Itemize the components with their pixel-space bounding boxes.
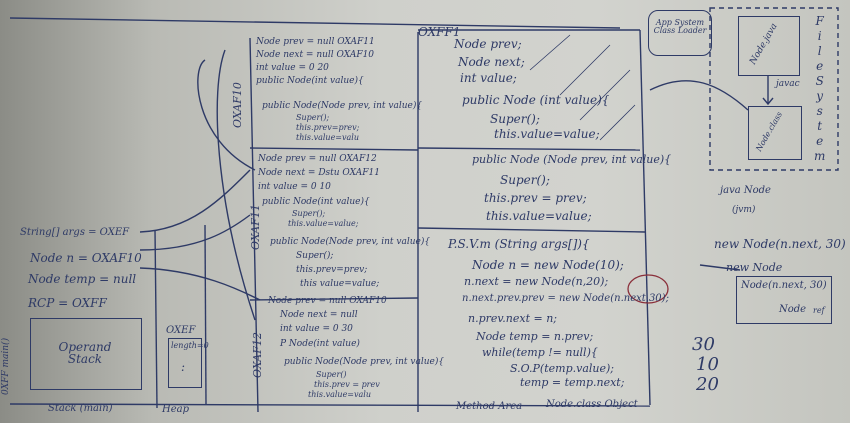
operand-stack-label: Operand Stack: [58, 340, 112, 366]
new-node-label: Node: [779, 304, 807, 315]
obj1-ctor2-prev: this.prev=prev;: [296, 123, 360, 132]
new-node-box: Node(n.next, 30) Node ref: [736, 276, 832, 324]
new-node-expr-2: new Node: [726, 261, 783, 274]
node-class-label: Node.class: [754, 110, 785, 153]
obj1-addr: OXAF10: [231, 82, 244, 128]
field-value: int value;: [460, 71, 517, 85]
new-node-expr: new Node(n.next, 30): [714, 237, 846, 251]
stack-line-args: String[] args = OXEF: [20, 227, 130, 238]
obj1-ctor2-value: this.value=valu: [296, 133, 360, 142]
stack-frame-label: 0XFF main(): [1, 337, 11, 395]
method-area-addr: OXFF1: [418, 25, 461, 39]
obj3-next: Node next = null: [280, 310, 358, 320]
array-length: length=0: [171, 341, 209, 350]
ctor1-super: Super();: [490, 112, 540, 126]
obj1-ctor2: public Node(Node prev, int value){: [262, 101, 423, 111]
java-node-cmd: java Node: [720, 185, 771, 196]
main-line-7: S.O.P(temp.value);: [510, 362, 614, 375]
main-line-5: Node temp = n.prev;: [476, 330, 594, 343]
stack-footer: Stack (main): [48, 403, 113, 414]
obj3-value: int value = 0 30: [280, 324, 353, 334]
obj2-ctor2-super: Super();: [296, 251, 334, 261]
heap-box-addr: OXEF: [166, 325, 196, 336]
node-java-box: Node.java: [738, 16, 800, 76]
obj2-ctor1: public Node(int value){: [262, 197, 370, 207]
obj2-ctor1-value: this.value=value;: [288, 219, 359, 228]
jvm-label: (jvm): [732, 205, 756, 215]
obj3-ctor2: public Node(Node prev, int value){: [284, 357, 445, 367]
ctor2-value: this.value=value;: [486, 209, 592, 223]
obj2-prev: Node prev = null OXAF12: [258, 154, 377, 164]
ctor1-value: this.value=value;: [494, 127, 600, 141]
stack-line-temp: Node temp = null: [28, 272, 137, 286]
field-prev: Node prev;: [454, 37, 522, 51]
obj2-ctor2-value: this value=value;: [300, 279, 380, 289]
method-area-footer: Method Area: [456, 401, 523, 412]
node-class-box: Node.class: [748, 106, 802, 160]
class-loader-box: App System Class Loader: [648, 10, 712, 56]
ctor1-sig: public Node (int value){: [462, 93, 610, 107]
main-sig: P.S.V.m (String args[]){: [448, 237, 590, 251]
array-dots: :: [181, 360, 186, 374]
main-line-6: while(temp != null){: [482, 346, 598, 359]
obj1-ctor1: public Node(int value){: [256, 76, 364, 86]
obj3-addr: OXAF12: [251, 332, 264, 378]
obj1-prev: Node prev = null OXAF11: [256, 37, 375, 47]
javac-label: javac: [776, 79, 800, 89]
obj2-ctor2-prev: this.prev=prev;: [296, 265, 368, 275]
new-node-inner: Node(n.next, 30): [741, 280, 827, 291]
ctor2-super: Super();: [500, 173, 550, 187]
obj2-ctor1-super: Super();: [292, 209, 326, 218]
obj2-value: int value = 0 10: [258, 182, 331, 192]
obj3-ctor1: P Node(int value): [280, 339, 360, 349]
obj2-addr: OXAF11: [249, 204, 262, 250]
stack-line-rcp: RCP = OXFF: [28, 296, 107, 310]
obj3-ctor2-value: this.value=valu: [308, 390, 372, 399]
main-line-1: Node n = new Node(10);: [472, 258, 624, 272]
stack-line-n: Node n = OXAF10: [30, 251, 142, 265]
ctor2-prev: this.prev = prev;: [484, 191, 587, 205]
obj2-ctor2: public Node(Node prev, int value){: [270, 237, 431, 247]
obj3-prev: Node prev = null OXAF10: [268, 296, 387, 306]
node-class-object-footer: Node.class Object: [546, 399, 638, 410]
obj3-ctor2-super: Super(): [316, 370, 347, 379]
main-line-4: n.prev.next = n;: [468, 312, 558, 325]
ctor2-sig: public Node (Node prev, int value){: [472, 153, 672, 166]
node-java-label: Node.java: [748, 21, 780, 67]
main-line-3: n.next.prev.prev = new Node(n.next,30);: [462, 293, 669, 304]
main-line-8: temp = temp.next;: [520, 376, 625, 389]
output-line-1: 30: [692, 334, 715, 355]
output-line-2: 10: [696, 354, 719, 375]
new-node-ref: ref: [813, 306, 825, 315]
field-next: Node next;: [458, 55, 525, 69]
obj1-ctor2-super: Super();: [296, 113, 330, 122]
main-line-2: n.next = new Node(n,20);: [464, 275, 609, 288]
class-loader-label: App System Class Loader: [653, 18, 707, 35]
operand-stack-box: Operand Stack: [30, 318, 142, 390]
obj1-value: int value = 0 20: [256, 63, 329, 73]
obj1-next: Node next = null OXAF10: [256, 50, 375, 60]
heap-footer: Heap: [162, 404, 190, 415]
obj3-ctor2-prev: this.prev = prev: [314, 380, 380, 389]
obj2-next: Node next = Dstu OXAF11: [258, 168, 380, 178]
array-box: length=0 :: [168, 338, 209, 388]
output-line-3: 20: [696, 374, 719, 395]
